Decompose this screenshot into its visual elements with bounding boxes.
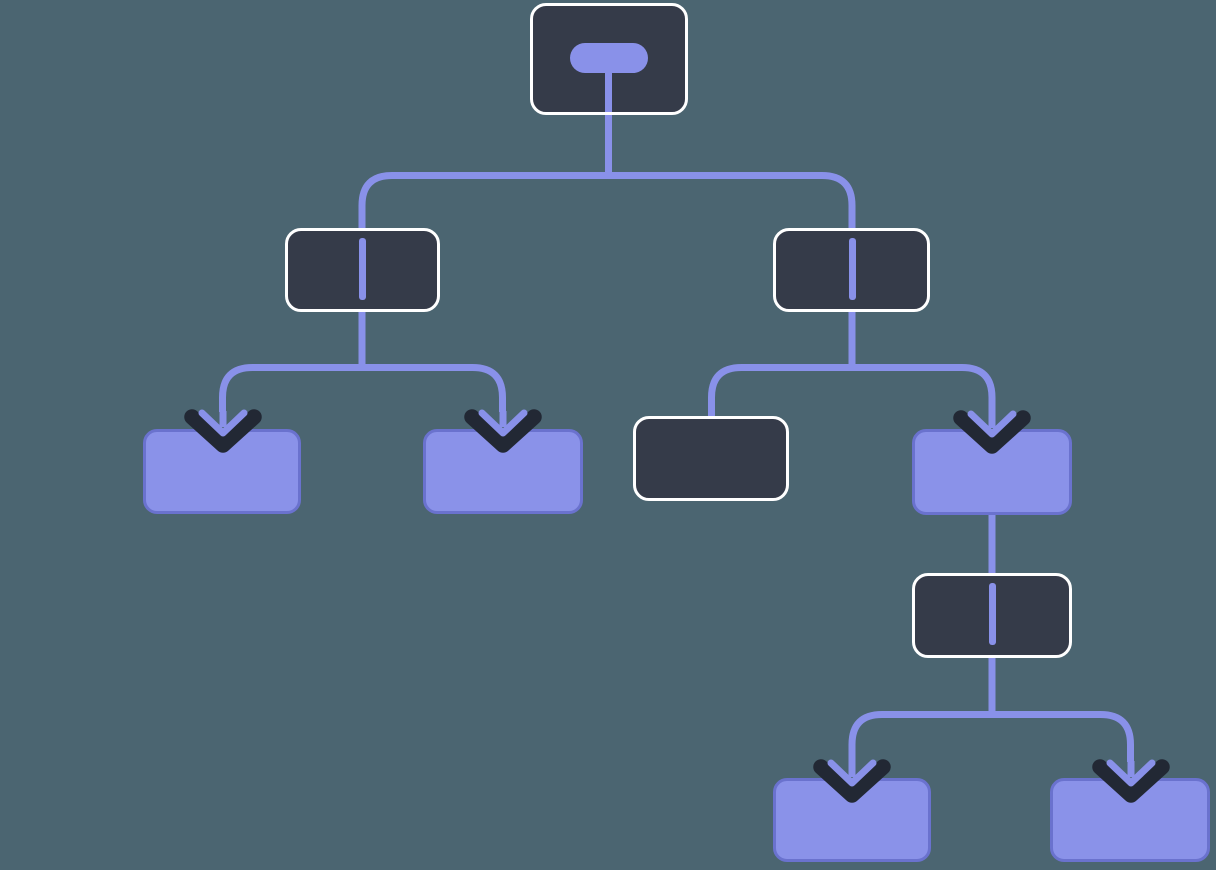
vertical-line-icon <box>988 583 996 645</box>
edge-branch-left-split <box>219 364 506 412</box>
vertical-line-icon <box>358 238 366 300</box>
pill-stem-icon <box>605 68 612 112</box>
double-chevron-down-icon <box>813 759 891 803</box>
double-chevron-down-icon <box>1091 759 1170 803</box>
node-branch-right[interactable] <box>773 228 930 312</box>
node-branch-bottom[interactable] <box>912 573 1072 658</box>
double-chevron-down-icon <box>183 409 262 453</box>
double-chevron-down-icon <box>953 410 1031 454</box>
node-root[interactable] <box>530 3 688 115</box>
node-leaf-3[interactable] <box>633 416 789 501</box>
vertical-line-icon <box>848 238 856 300</box>
double-chevron-down-icon <box>464 409 542 453</box>
node-branch-left[interactable] <box>285 228 440 312</box>
edge-branch-bottom-split <box>848 711 1134 762</box>
edge-branch-right-split <box>708 364 996 422</box>
edge-root-to-branches <box>358 172 856 232</box>
